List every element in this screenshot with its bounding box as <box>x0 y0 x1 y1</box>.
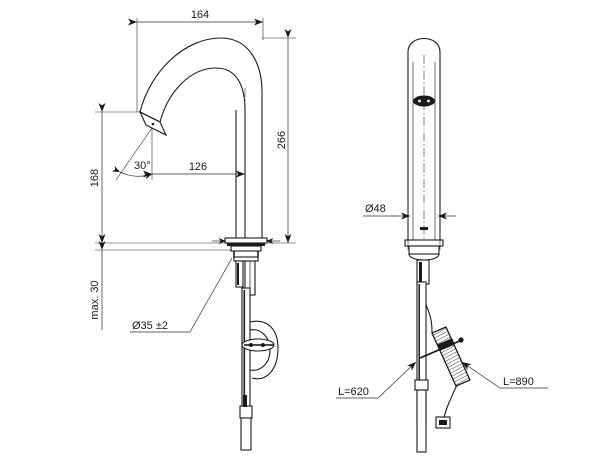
dim-168-label: 168 <box>89 169 101 187</box>
hose-end <box>240 417 252 451</box>
callout-L890-leader <box>461 361 501 389</box>
shank-base <box>233 256 259 262</box>
sensor-highlight-left <box>418 99 421 103</box>
escutcheon-body <box>227 243 265 246</box>
dim-30-label: 30° <box>134 160 151 172</box>
side-body-outline <box>407 38 441 241</box>
side-view: Ø48 L=620 L=890 <box>336 38 548 453</box>
internal-marker <box>420 227 428 230</box>
cable-plug-contact <box>439 420 447 425</box>
dim-164-label: 164 <box>191 9 209 21</box>
callout-dia35-leader <box>189 257 233 333</box>
cable-loop-inner <box>249 329 271 371</box>
dim-dia48-label: Ø48 <box>365 203 386 215</box>
spout-inner-profile <box>159 67 246 240</box>
cable-loop <box>241 320 279 380</box>
side-valve-body <box>416 259 430 285</box>
dim-max-30: max. 30 <box>89 241 232 330</box>
dim-168: 168 <box>89 103 228 244</box>
hose-ferrule <box>243 395 247 407</box>
side-hose-lower <box>416 389 427 453</box>
side-supply-tube <box>414 281 429 453</box>
front-view: 164 266 168 max. 30 <box>89 9 296 451</box>
sensor-eye <box>413 95 435 107</box>
cartridge-shade <box>237 263 239 285</box>
callout-dia35: Ø35 ±2 <box>130 257 233 333</box>
hose-nut <box>239 405 253 419</box>
solenoid-cartridge <box>235 260 244 288</box>
dim-266-label: 266 <box>276 131 288 149</box>
side-collar <box>408 245 440 255</box>
sensor-highlight-right <box>427 99 430 103</box>
side-escutcheon-assembly <box>404 239 444 261</box>
sensor-cable <box>419 304 471 429</box>
side-collar-bottom <box>408 253 440 261</box>
dim-266: 266 <box>262 29 296 244</box>
callout-L620: L=620 <box>336 361 417 399</box>
supply-tube <box>239 287 253 451</box>
dim-dia48: Ø48 <box>363 203 456 250</box>
side-tube-shade <box>418 284 420 422</box>
callout-L620-label: L=620 <box>338 386 369 398</box>
dim-max30-label: max. 30 <box>89 280 101 319</box>
callout-L890-label: L=890 <box>503 376 534 388</box>
side-hose-nut <box>414 379 429 391</box>
cable-coil-outline <box>431 326 471 387</box>
sensor-lens <box>413 95 435 107</box>
escutcheon-assembly <box>224 237 268 262</box>
escutcheon-flange <box>224 237 268 244</box>
outlet-tip-body <box>138 110 168 137</box>
dim-angle-30: 30° <box>112 127 153 181</box>
cable-upper <box>425 304 433 334</box>
dim-164: 164 <box>128 9 264 112</box>
dim-126-label: 126 <box>189 161 207 173</box>
cable-tail <box>443 384 458 419</box>
side-valve-shade <box>419 262 422 282</box>
dim-126: 126 <box>143 161 245 178</box>
spout-outer-profile <box>139 37 263 240</box>
dim-30-ext-ray <box>115 127 153 181</box>
under-deck-mechanism <box>235 260 256 296</box>
cable-loop-path <box>249 320 279 380</box>
aerator-mark <box>151 122 155 126</box>
connector-tip <box>458 337 464 343</box>
deck-collar <box>230 245 262 252</box>
callout-L890: L=890 <box>461 361 548 389</box>
dim-30-arc <box>112 166 153 180</box>
callout-L620-leader <box>377 361 417 399</box>
cable-connector <box>419 337 464 359</box>
cable-coil-hatch <box>432 327 470 386</box>
side-flange <box>404 239 444 247</box>
connector-body <box>437 338 455 351</box>
callout-dia35-label: Ø35 ±2 <box>132 320 168 332</box>
